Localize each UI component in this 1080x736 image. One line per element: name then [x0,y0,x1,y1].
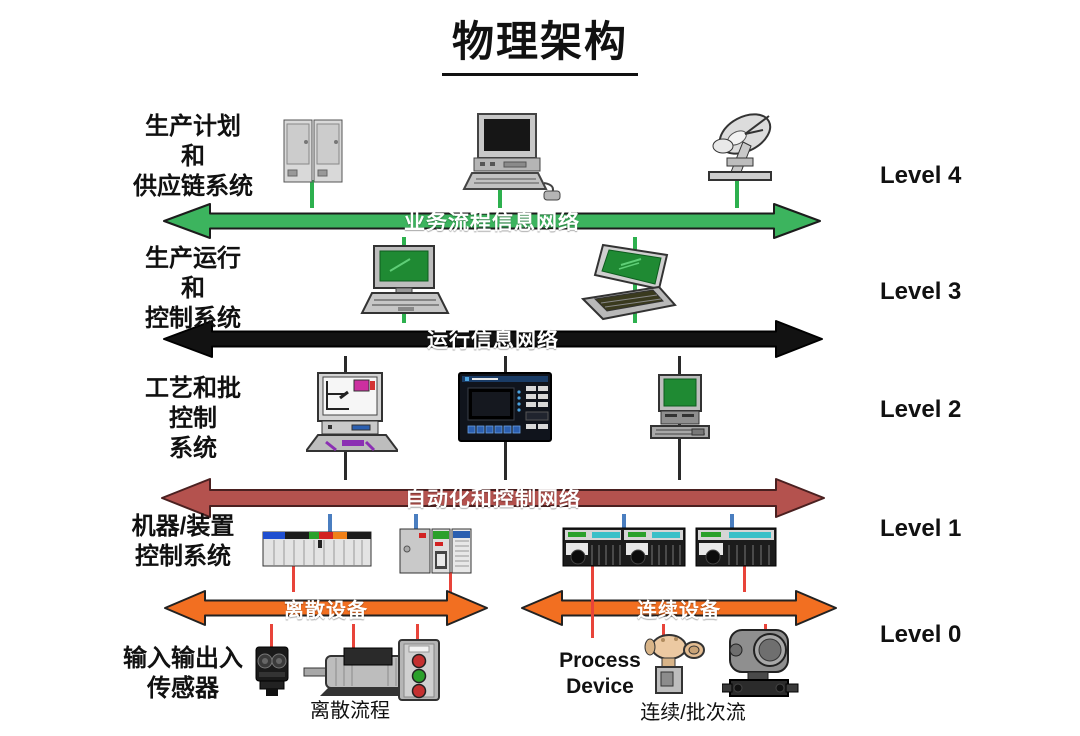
level-1-label: Level 1 [880,515,962,542]
pressure-transmitter-icon [722,624,802,704]
side-label-level2: 工艺和批 控制 系统 [145,375,241,462]
link-blue-dinlarge [622,514,626,530]
level-2-label: Level 2 [880,396,962,423]
compact-plc-icon [399,527,473,575]
business-network-label: 业务流程信息网络 [404,211,580,234]
link-red-dinsmall [743,566,746,592]
link-green-cabinet [310,180,314,208]
business-network-arrow: 业务流程信息网络 [162,202,822,240]
laptop-green-screen-icon [575,243,677,321]
level-4-label: Level 4 [880,162,962,189]
electric-motor-icon [298,647,430,697]
link-green-desktop [498,190,502,208]
continuous-batch-label: 连续/批次流 [640,702,746,724]
link-red-dinlarge [591,566,594,638]
side-label-level0: 输入输出入 传感器 [123,645,243,702]
side-label-level4: 生产计划 和 供应链系统 [133,113,253,200]
continuous-devices-label: 连续设备 [637,599,721,622]
level-3-label: Level 3 [880,278,962,305]
din-rail-io-small-icon [695,527,777,569]
side-label-level3: 生产运行 和 控制系统 [145,245,241,332]
operations-network-label: 运行信息网络 [427,329,559,352]
control-valve-icon [643,632,707,698]
hmi-operator-panel-icon [458,372,552,442]
continuous-devices-arrow: 连续设备 [520,588,838,628]
link-red-compactplc [449,572,452,592]
desktop-computer-icon [460,113,564,201]
link-blue-plcrack [328,514,332,532]
automation-network-arrow: 自动化和控制网络 [160,477,826,519]
server-cabinets-icon [283,118,345,186]
page-title-text: 物理架构 [441,8,638,76]
link-red-sensor [270,624,273,650]
pushbutton-station-icon [397,638,441,702]
photoelectric-sensor-icon [252,645,292,697]
link-green-satellite [735,172,739,208]
link-red-valve [662,624,665,640]
side-label-level1: 机器/装置 控制系统 [131,513,235,570]
automation-network-label: 自动化和控制网络 [405,488,581,511]
plc-rack-icon [262,528,372,570]
terminal-green-screen-icon [650,374,710,442]
link-blue-compactplc [414,514,418,532]
discrete-devices-arrow: 离散设备 [163,588,489,628]
link-red-pushbutton [416,624,419,644]
link-blue-dinsmall [730,514,734,530]
link-red-plcrack [292,566,295,592]
page-title: 物理架构 [0,8,1080,76]
level-0-label: Level 0 [880,621,962,648]
process-device-label: Process Device [559,649,641,698]
link-red-motor [352,624,355,648]
workstation-green-screen-icon [360,245,450,319]
engineering-workstation-icon [306,372,398,454]
din-rail-io-large-icon [562,527,686,569]
operations-network-arrow: 运行信息网络 [162,319,824,359]
discrete-process-label: 离散流程 [310,700,390,722]
discrete-devices-label: 离散设备 [284,599,368,622]
satellite-dish-icon [693,110,778,186]
